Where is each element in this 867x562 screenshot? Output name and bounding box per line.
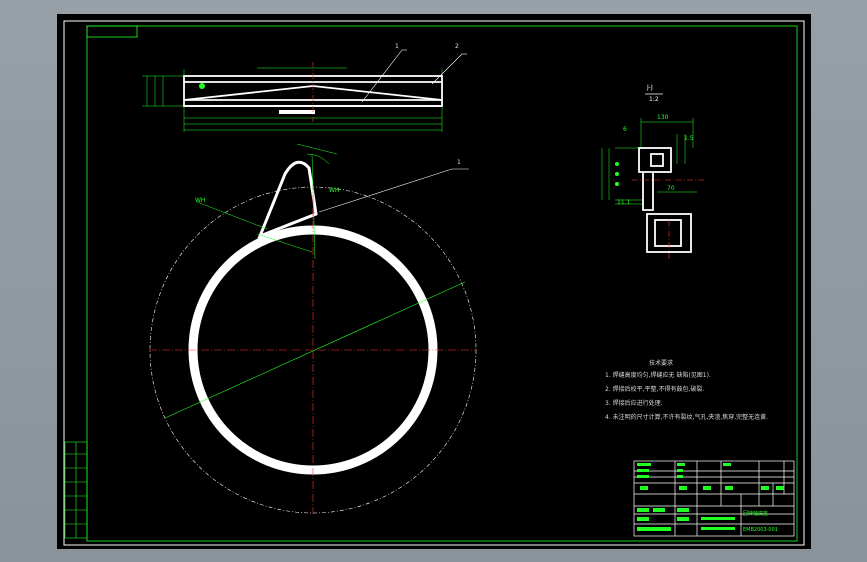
section-label: J-J: [647, 84, 653, 91]
corner-tag: [86, 25, 138, 38]
top-profile-view: [142, 49, 467, 132]
weld-symbol: [199, 83, 205, 89]
title-drawing-name: 回转轴底座: [743, 511, 769, 517]
side-table: [64, 441, 88, 539]
title-drawing-no: EMB2003-001: [743, 527, 778, 533]
leader-label-1b: 1: [457, 159, 461, 166]
section-view: [601, 93, 705, 259]
cad-drawing: WH WH: [63, 20, 805, 546]
leader-label-2: 2: [455, 43, 459, 50]
tech-note-4: 4. 未注明的尺寸计算,不许有裂纹,气孔,夹渣,焦穿,完整无连黄.: [605, 414, 769, 421]
tech-note-1: 1. 焊缝高度均匀,焊缝应无 缺陷(见图1).: [605, 372, 711, 379]
tech-notes-heading: 技术要求: [649, 360, 674, 367]
inner-border: [86, 25, 798, 542]
tech-note-2: 2. 焊接后校平,平整,不得有鼓包,破裂.: [605, 386, 705, 393]
dim-1-5: 1.5: [684, 135, 694, 142]
drawing-sheet: WH WH: [57, 14, 811, 549]
title-block-hatches: [637, 463, 784, 531]
dim-70: 70: [667, 185, 675, 192]
section-scale: 1:2: [649, 96, 659, 103]
plan-view: WH WH: [149, 143, 477, 514]
tech-note-3: 3. 焊接后应进行处理.: [605, 400, 663, 407]
title-block: [633, 460, 795, 537]
svg-text:WH: WH: [329, 187, 339, 194]
dim-130: 130: [657, 114, 669, 121]
profile-tab: [279, 110, 315, 114]
dim-6: 6: [623, 126, 627, 133]
svg-text:WH: WH: [195, 197, 205, 204]
leader-label-1: 1: [395, 43, 399, 50]
dim-11: 11.1: [617, 199, 631, 206]
sheet-border: [63, 20, 805, 546]
